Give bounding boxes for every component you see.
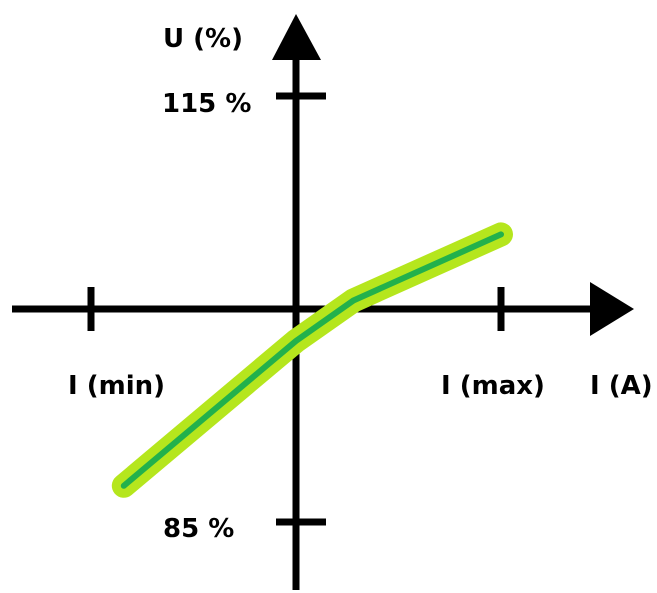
y-axis-arrow [272,14,321,60]
y-tick-label-85: 85 % [163,514,234,544]
y-tick-marks [276,92,326,526]
x-axis-title: I (A) [590,371,653,401]
y-tick-label-115: 115 % [162,89,251,119]
y-axis-title: U (%) [163,24,243,54]
characteristic-curve-band [111,222,513,498]
x-tick-marks [87,287,505,331]
x-axis-arrow [590,282,634,336]
x-tick-label-min: I (min) [68,371,165,401]
characteristic-curve-line [120,231,504,489]
x-tick-label-max: I (max) [441,371,545,401]
